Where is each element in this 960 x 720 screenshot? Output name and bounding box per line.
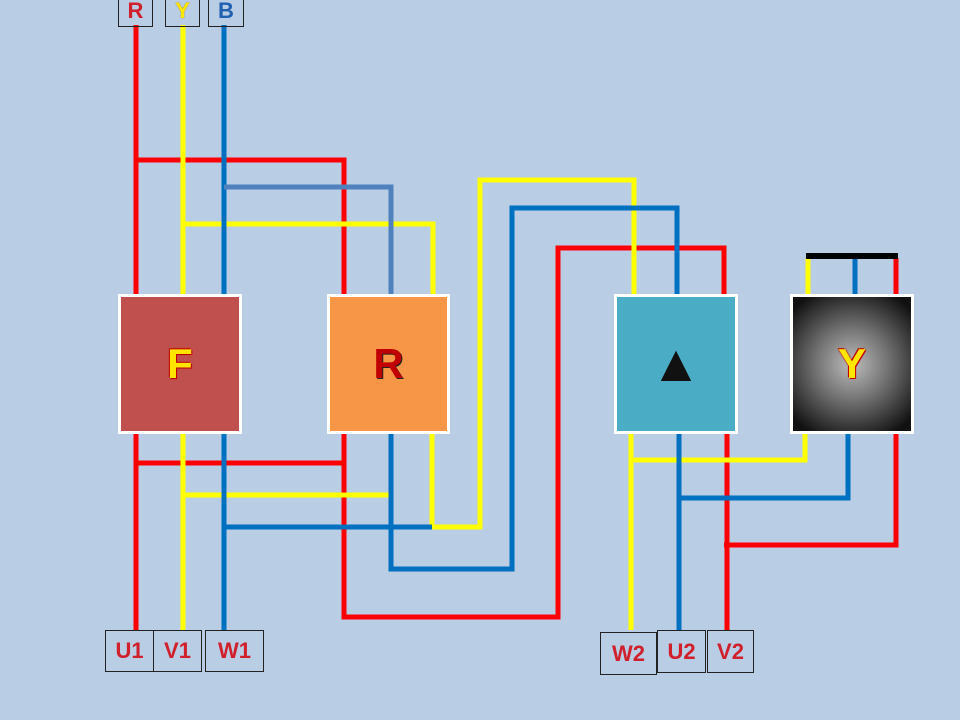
terminal-u2: U2 — [657, 630, 706, 673]
wire-red-star-out — [724, 432, 899, 548]
wire-yellow-reverse-out — [429, 177, 637, 530]
forward-contactor: F — [118, 294, 242, 434]
star-contactor: Y — [790, 294, 914, 434]
terminal-w1: W1 — [205, 630, 264, 672]
wire-yellow-to-reverse — [183, 221, 436, 296]
supply-label-r: R — [118, 0, 153, 27]
wire-blue-to-reverse — [224, 184, 394, 296]
terminal-u1: U1 — [105, 630, 154, 672]
delta-contactor: ▲ — [614, 294, 738, 434]
wire-red-reverse-out — [341, 245, 727, 620]
wire-red-to-reverse — [136, 157, 347, 296]
supply-label-y: Y — [165, 0, 200, 27]
reverse-contactor: R — [327, 294, 450, 434]
supply-label-b: B — [208, 0, 244, 27]
wire-blue-delta-star — [677, 432, 851, 501]
terminal-v2: V2 — [707, 630, 754, 673]
wire-blue-reverse-out — [388, 205, 680, 572]
wire-yellow-delta-star — [631, 432, 808, 463]
terminal-v1: V1 — [153, 630, 202, 672]
terminal-w2: W2 — [600, 632, 657, 675]
